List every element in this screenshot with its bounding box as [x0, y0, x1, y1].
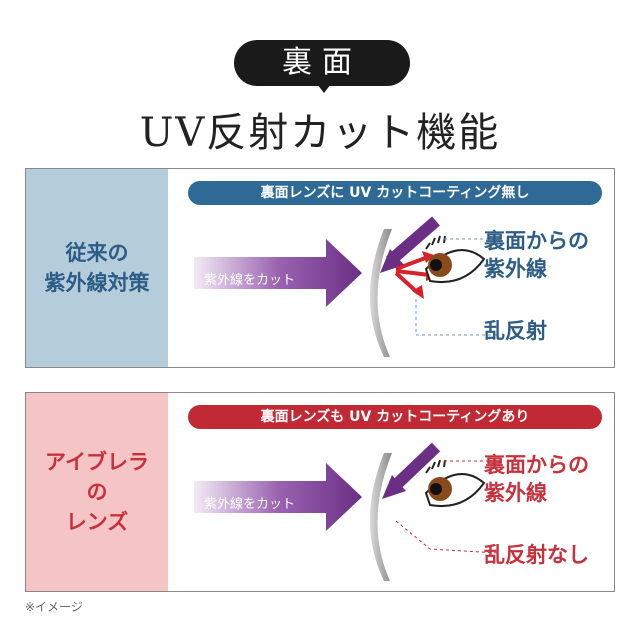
lens-illustration: [194, 442, 499, 581]
image-note: ※イメージ: [25, 600, 83, 614]
eye-icon: [424, 235, 486, 283]
with-coating-pill: 裏面レンズも UV カットコーティングあり: [188, 405, 602, 429]
uv-cut-arrow: [194, 463, 362, 531]
back-uv-arrowhead: [382, 475, 406, 499]
uv-line: 裏面からの: [484, 453, 589, 477]
conventional-side-label: 従来の 紫外線対策: [26, 169, 168, 367]
lens-illustration: [194, 216, 498, 357]
uv-line: 紫外線: [484, 481, 547, 505]
reflect-arrow: [422, 251, 434, 263]
uv-cut-arrow: [194, 239, 362, 307]
back-uv-ray: [386, 216, 440, 266]
uv-cut-label: 紫外線をカット: [204, 273, 296, 288]
uv-cut-label: 紫外線をカット: [204, 497, 296, 512]
side-line: レンズ: [65, 510, 129, 534]
eyebrella-panel: アイブレラ の レンズ 裏面レンズも UV カットコーティングあり: [25, 392, 615, 592]
reflection-label: 乱反射: [484, 319, 547, 343]
back-uv-label: 裏面からの 紫外線: [484, 451, 589, 507]
page-title: UV反射カット機能: [139, 110, 501, 156]
side-line: アイブレラ: [45, 450, 149, 474]
no-coating-pill: 裏面レンズに UV カットコーティング無し: [188, 181, 602, 205]
side-line: 紫外線対策: [44, 271, 150, 295]
badge-pointer: [317, 84, 331, 93]
no-reflection-label: 乱反射なし: [484, 543, 589, 567]
eyebrella-side-label: アイブレラ の レンズ: [26, 393, 168, 591]
reflect-arrow: [412, 285, 424, 299]
uv-line: 紫外線: [484, 257, 547, 281]
back-uv-label: 裏面からの 紫外線: [484, 227, 589, 283]
side-line: の: [86, 480, 108, 504]
back-side-badge: 裏面: [234, 40, 410, 86]
eye-icon: [424, 459, 486, 507]
lens-shape: [370, 453, 392, 581]
uv-line: 裏面からの: [484, 229, 589, 253]
lens-shape: [370, 229, 392, 357]
conventional-panel: 従来の 紫外線対策 裏面レンズに UV カットコーティング無し: [25, 168, 615, 368]
back-uv-ray: [389, 442, 441, 492]
side-line: 従来の: [65, 241, 129, 265]
